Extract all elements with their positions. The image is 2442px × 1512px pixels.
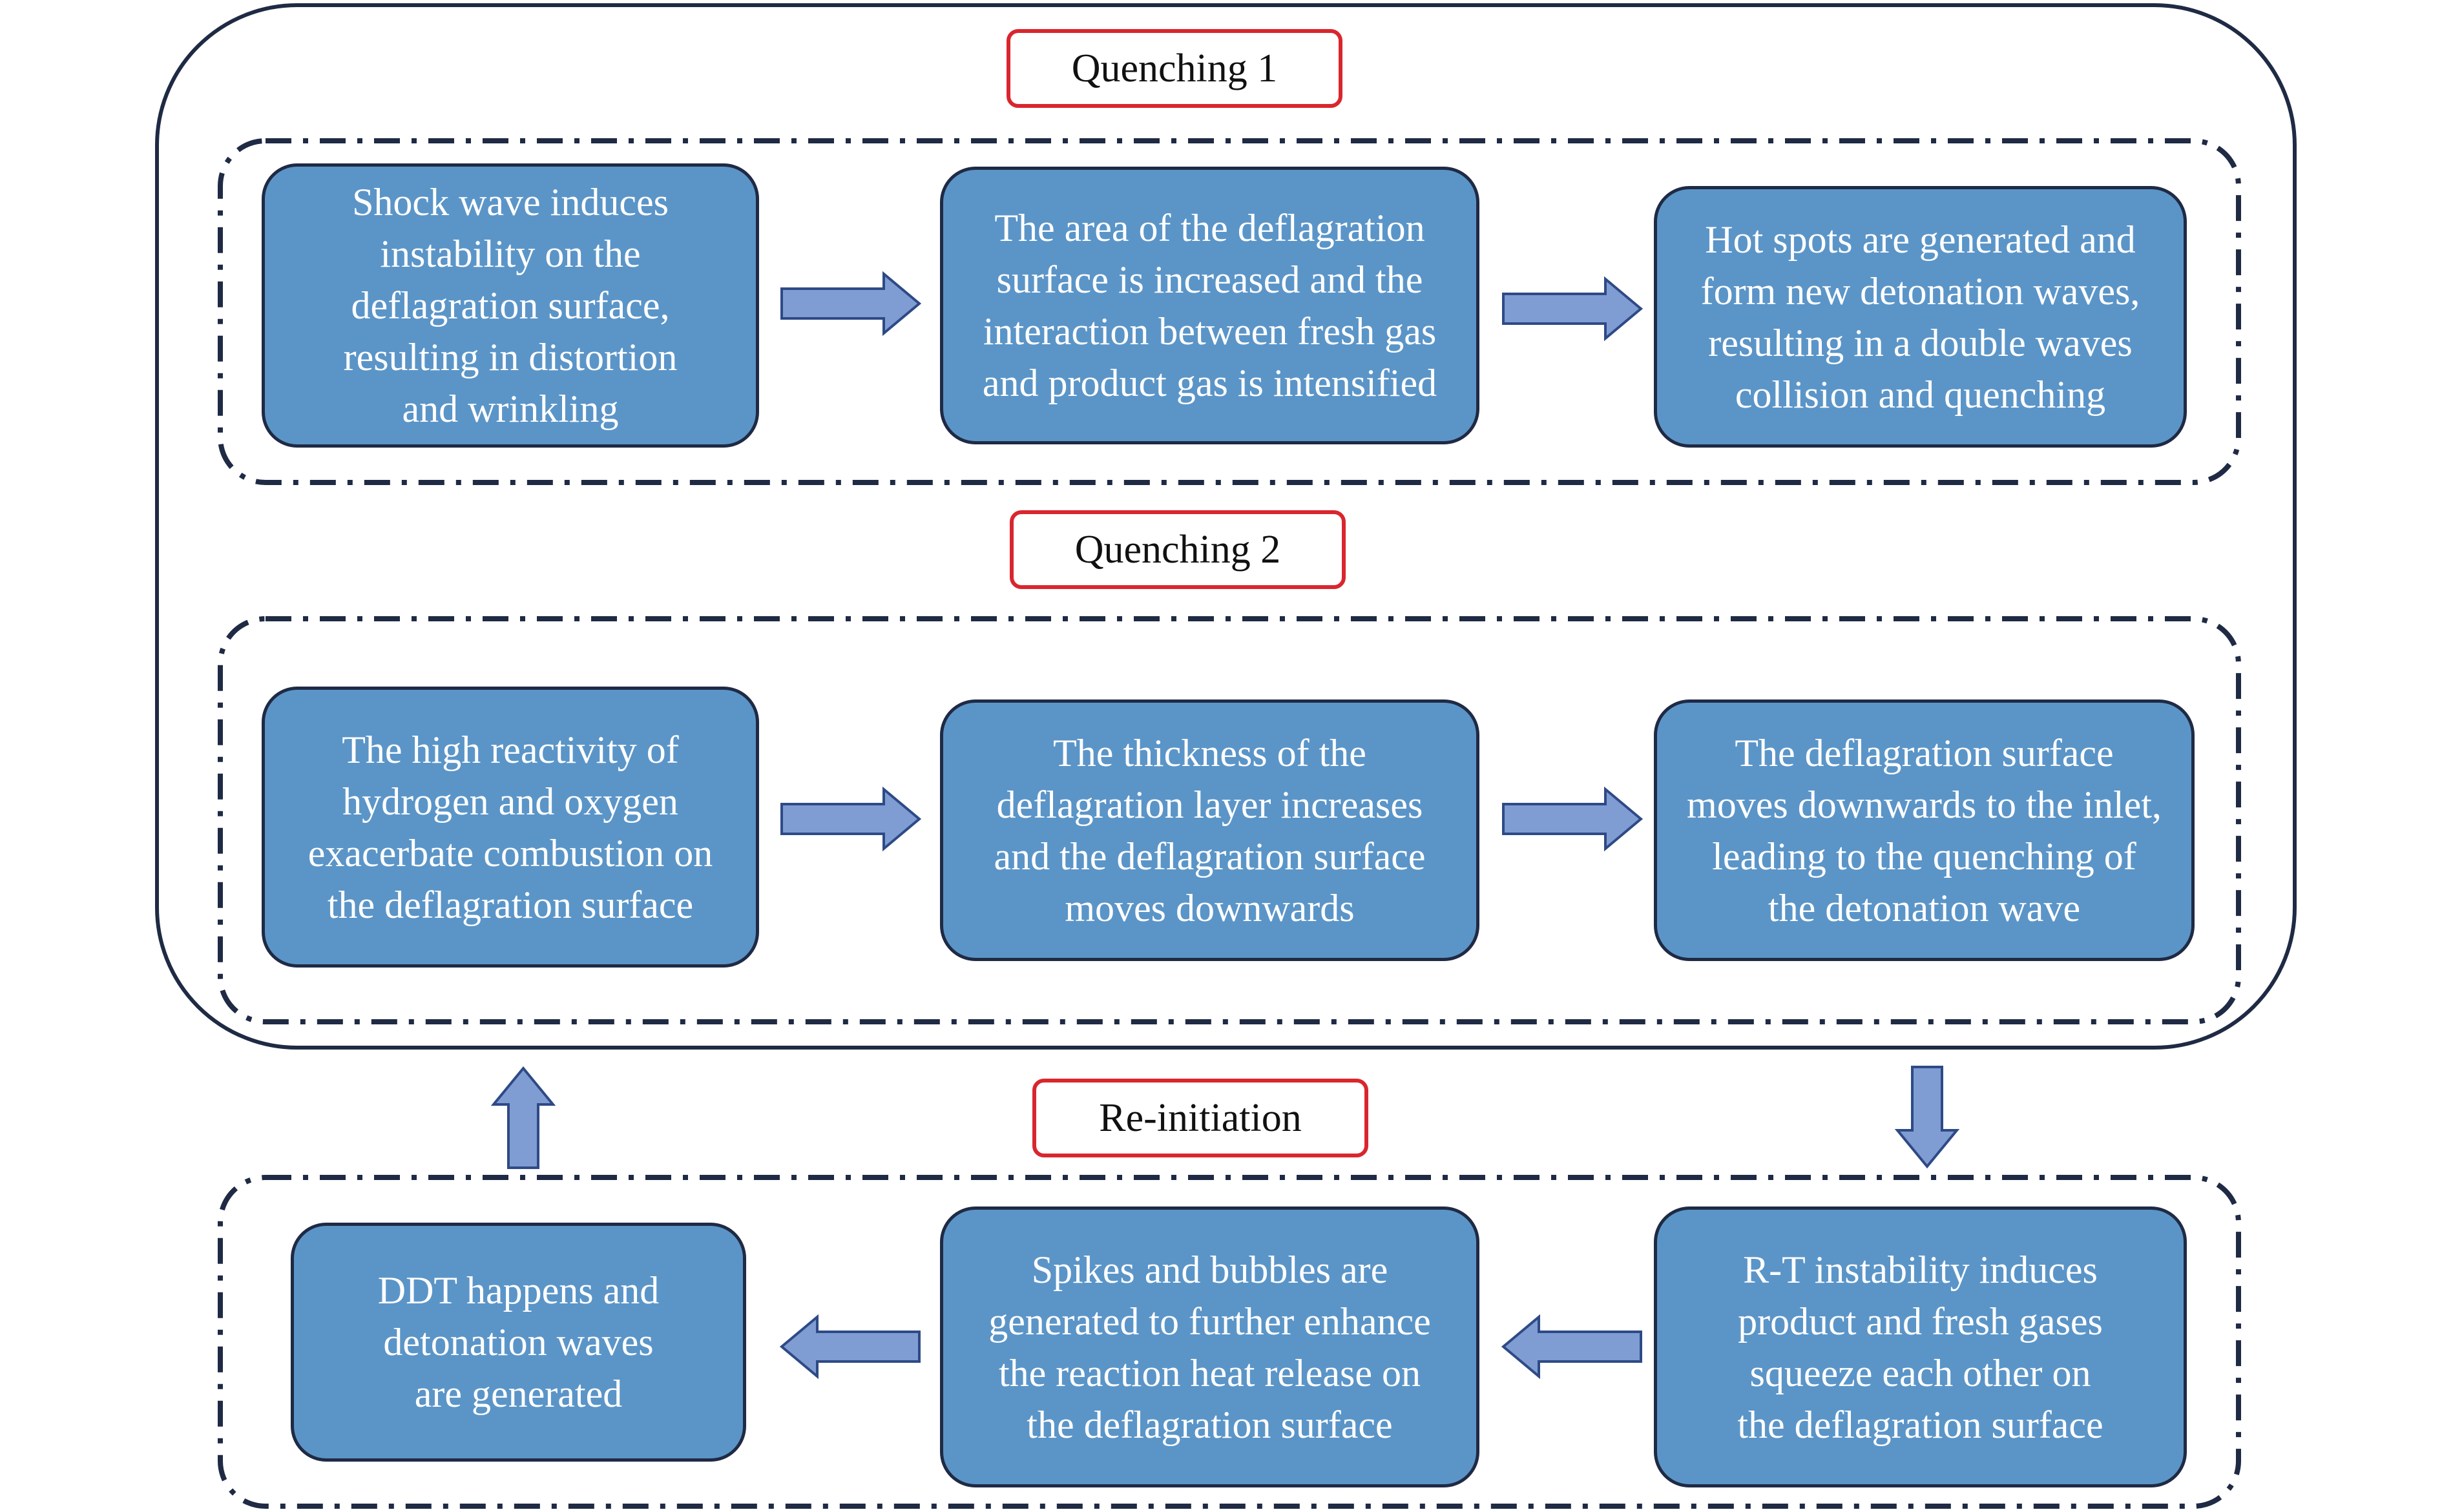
quenching2-section-frame [218,616,2241,1024]
reinitiation-node-ddt: DDT happens and detonation waves are gen… [291,1223,746,1462]
reinitiation-node-spikes: Spikes and bubbles are generated to furt… [940,1206,1479,1487]
quenching1-label: Quenching 1 [1007,29,1342,108]
quenching2-node-1: The high reactivity of hydrogen and oxyg… [262,687,759,968]
quenching2-label: Quenching 2 [1010,510,1346,589]
arrow-right-q1-a [780,271,923,337]
quenching-outer-frame [155,3,2297,1050]
quenching1-node-3: Hot spots are generated and form new det… [1654,186,2187,448]
arrow-left-reinit-a [779,1314,923,1380]
arrow-right-q2-b [1502,786,1644,852]
arrow-right-q1-b [1502,276,1644,342]
quenching2-node-2: The thickness of the deflagration layer … [940,699,1479,961]
reinitiation-section-frame [218,1175,2241,1509]
arrow-right-q2-a [780,786,923,852]
reinitiation-node-rt: R-T instability induces product and fres… [1654,1206,2187,1487]
arrow-down-to-reinitiation [1894,1066,1960,1169]
quenching2-node-3: The deflagration surface moves downwards… [1654,699,2195,961]
reinitiation-label: Re-initiation [1032,1079,1368,1157]
arrow-up-to-quenching [490,1066,556,1170]
quenching1-section-frame [218,138,2241,485]
arrow-left-reinit-b [1501,1314,1644,1380]
quenching1-node-2: The area of the deflagration surface is … [940,167,1479,444]
quenching1-node-1: Shock wave induces instability on the de… [262,163,759,448]
